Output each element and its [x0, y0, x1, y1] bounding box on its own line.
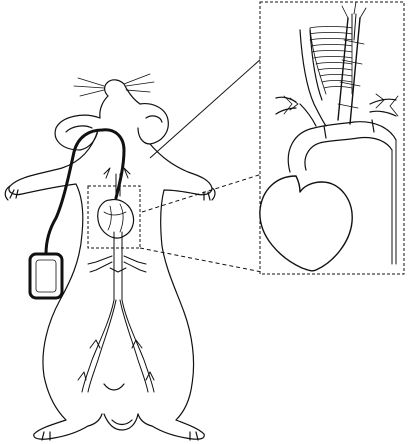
- descending-aorta: [114, 232, 122, 300]
- tail-base: [104, 414, 138, 430]
- right-ear: [138, 104, 168, 144]
- left-hind-leg: [34, 420, 88, 439]
- whiskers: [74, 74, 154, 96]
- body-heart: [98, 200, 134, 239]
- detail-inset: [260, 2, 404, 274]
- mouse-head: [105, 80, 140, 104]
- callout-lines: [140, 58, 262, 272]
- implanted-pump: [30, 254, 62, 298]
- iliac-arteries: [82, 300, 154, 392]
- right-hind-leg: [152, 420, 204, 439]
- body-vasculature: [78, 168, 154, 392]
- inset-frame: [260, 2, 404, 274]
